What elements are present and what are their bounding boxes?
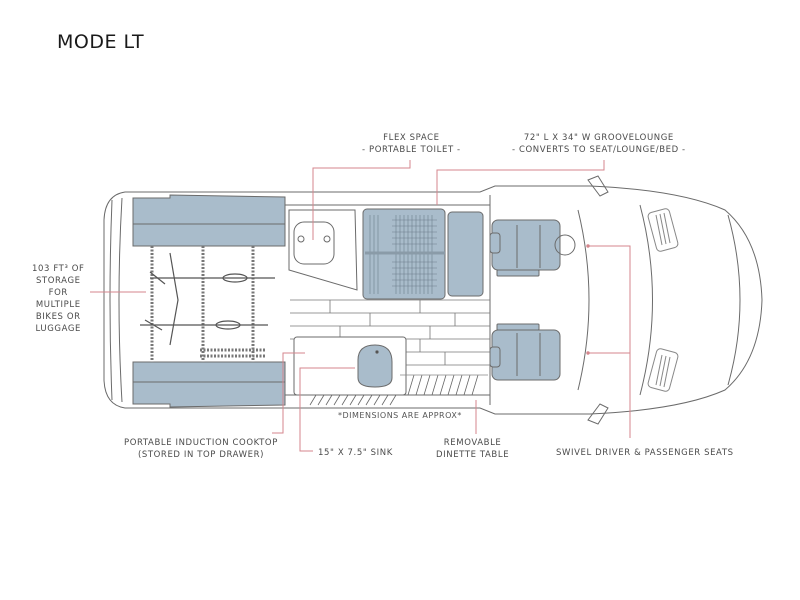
leader-seats xyxy=(588,245,631,438)
bikes xyxy=(140,252,275,346)
leader-sink xyxy=(299,367,355,452)
dimensions-note: *DIMENSIONS ARE APPROX* xyxy=(338,411,462,420)
page-title: MODE LT xyxy=(57,31,145,53)
leader-cooktop xyxy=(272,352,305,434)
van-body-outline xyxy=(103,185,763,415)
vent-bottom xyxy=(647,348,679,392)
vent-top xyxy=(647,208,679,252)
cab-seats xyxy=(489,219,576,381)
callout-cooktop: PORTABLE INDUCTION COOKTOP (STORED IN TO… xyxy=(124,438,278,460)
rear-cushion-bottom-1 xyxy=(132,361,286,383)
groovelounge xyxy=(362,208,484,300)
windshield xyxy=(639,204,653,396)
driver-seat xyxy=(489,219,561,277)
flex-space xyxy=(288,209,358,291)
callout-seats: SWIVEL DRIVER & PASSENGER SEATS xyxy=(556,448,734,458)
dinette-table xyxy=(447,211,484,297)
passenger-seat xyxy=(489,323,561,381)
callout-storage: 103 FT³ OF STORAGE FOR MULTIPLE BIKES OR… xyxy=(32,264,85,334)
step-hatch xyxy=(309,374,488,406)
rear-cushion-bottom-2 xyxy=(132,381,286,408)
mirror-bottom xyxy=(587,403,609,425)
bike-rack xyxy=(150,246,265,362)
leader-flex-space xyxy=(312,160,411,240)
sink xyxy=(357,344,393,388)
mirror-top xyxy=(587,175,609,197)
leader-groovelounge xyxy=(436,160,605,205)
rear-cushion-top xyxy=(132,194,286,225)
callout-groovelounge: 72" L X 34" W GROOVELOUNGE - CONVERTS TO… xyxy=(512,133,686,155)
rear-cushion-top-2 xyxy=(132,223,286,247)
leader-lines xyxy=(90,160,631,452)
callout-dinette: REMOVABLE DINETTE TABLE xyxy=(436,438,510,460)
steering-wheel xyxy=(554,234,576,256)
galley xyxy=(293,336,407,396)
callout-flex-space: FLEX SPACE - PORTABLE TOILET - xyxy=(362,133,461,155)
callout-sink: 15" X 7.5" SINK xyxy=(318,448,393,458)
